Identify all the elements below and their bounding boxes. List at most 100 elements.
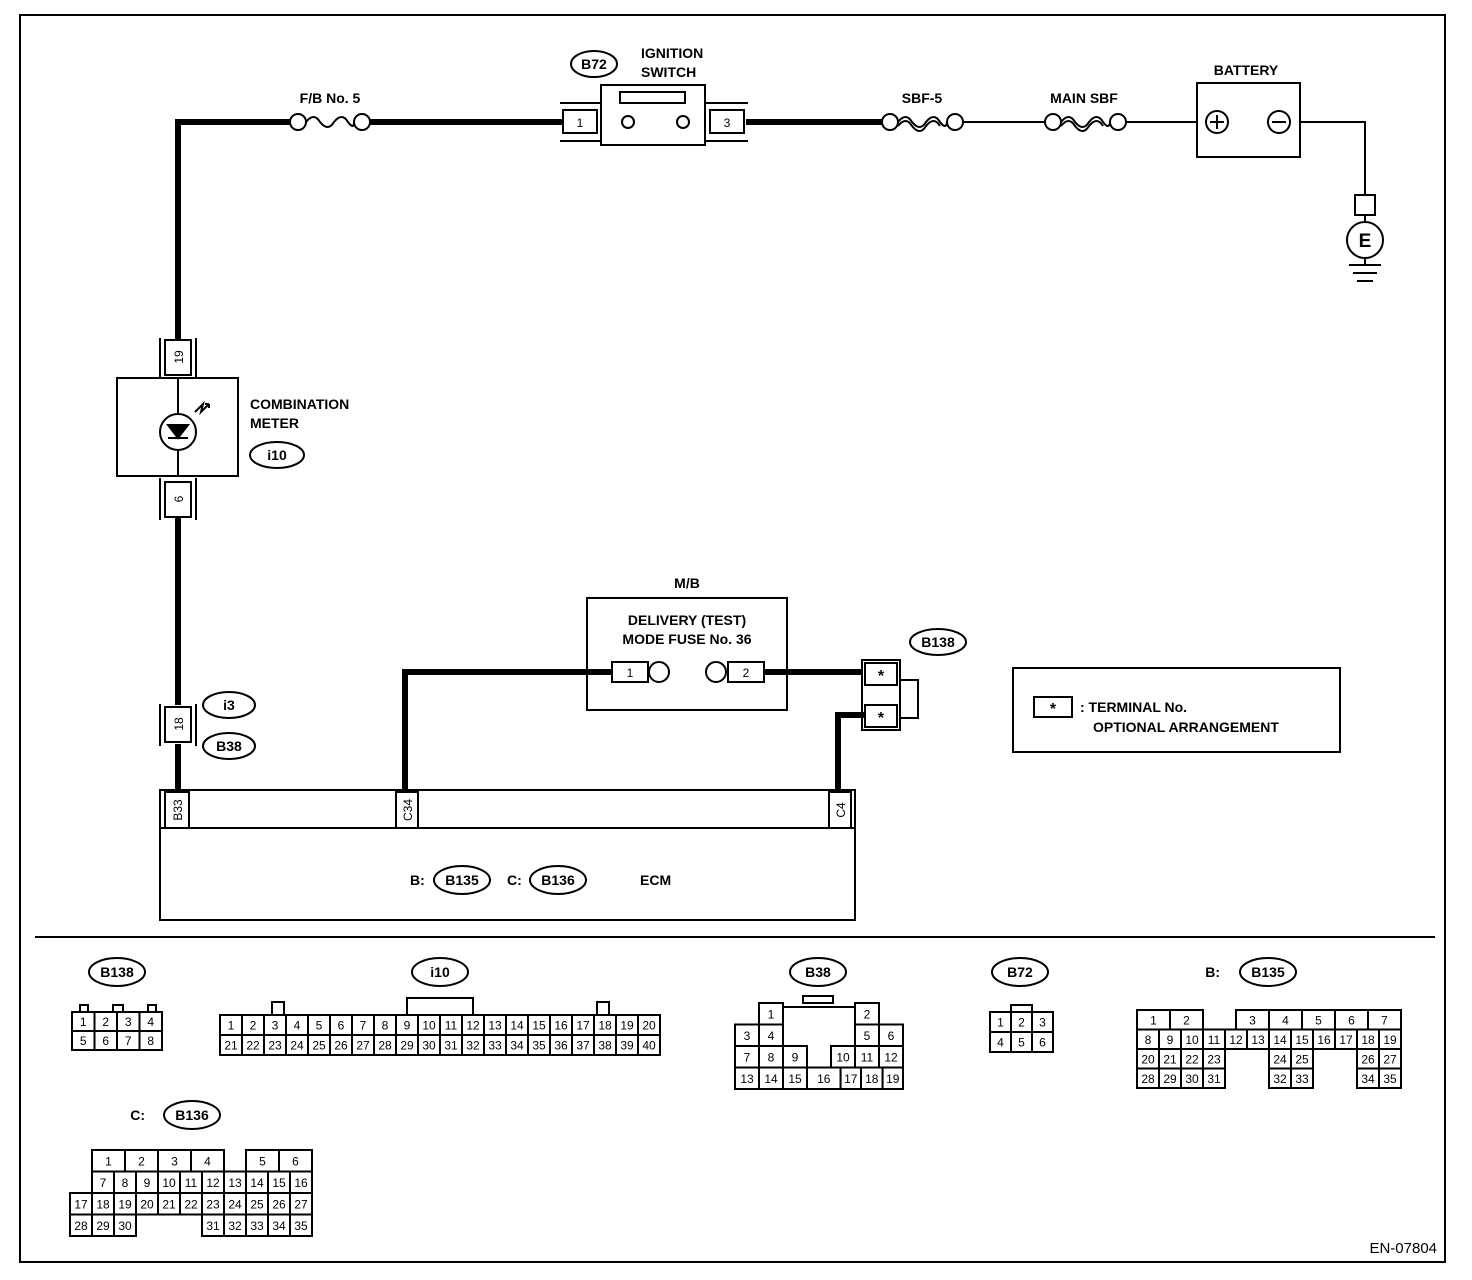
wire-fb-to-meter bbox=[175, 119, 1366, 340]
connector-tag-label: B138 bbox=[100, 964, 134, 980]
pin-number: 15 bbox=[788, 1072, 802, 1086]
pin-number: 35 bbox=[1383, 1072, 1397, 1086]
pin-number: 2 bbox=[102, 1015, 109, 1029]
connector-tag-b135: B135 bbox=[445, 872, 479, 888]
pin-cell bbox=[289, 1213, 313, 1237]
pin-number: 2 bbox=[1183, 1013, 1190, 1027]
connector-tag-b138: B138 bbox=[921, 634, 955, 650]
pin-number: 28 bbox=[74, 1219, 88, 1233]
connector-prefix: B: bbox=[1205, 964, 1220, 980]
pin-number: 7 bbox=[1381, 1013, 1388, 1027]
pin-number: 8 bbox=[1145, 1033, 1152, 1047]
meter-label-2: METER bbox=[250, 415, 299, 431]
pin-number: 19 bbox=[1383, 1033, 1397, 1047]
pin-number: 4 bbox=[768, 1029, 775, 1043]
pin-number: 19 bbox=[886, 1072, 900, 1086]
pin-number: 6 bbox=[292, 1154, 299, 1168]
b138-connector: * * B138 bbox=[861, 628, 967, 731]
pin-number: 24 bbox=[290, 1039, 304, 1053]
pin-number: 21 bbox=[1163, 1052, 1177, 1066]
pin-number: 27 bbox=[356, 1039, 370, 1053]
pin-cell bbox=[1031, 1031, 1054, 1053]
pin-number: 14 bbox=[510, 1019, 524, 1033]
pin-number: 26 bbox=[272, 1197, 286, 1211]
pin-number: 20 bbox=[1141, 1052, 1155, 1066]
pin-number: 1 bbox=[80, 1015, 87, 1029]
pin-number: 9 bbox=[792, 1050, 799, 1064]
pin-number: 11 bbox=[861, 1050, 874, 1064]
pin-cell bbox=[637, 1034, 661, 1056]
pin-number: 23 bbox=[1207, 1052, 1221, 1066]
pin-number: 9 bbox=[144, 1176, 151, 1190]
connector-tag-label: B72 bbox=[1007, 964, 1033, 980]
pin-number: 18 bbox=[1361, 1033, 1375, 1047]
sbf5-fuse: SBF-5 bbox=[881, 90, 964, 132]
connector-latch bbox=[147, 1004, 157, 1013]
pin-number: 5 bbox=[1315, 1013, 1322, 1027]
pin-number: 34 bbox=[510, 1039, 524, 1053]
pin-number: 17 bbox=[576, 1019, 590, 1033]
pin-number: 13 bbox=[740, 1072, 754, 1086]
pin-number: 16 bbox=[554, 1019, 568, 1033]
pin-number: 18 bbox=[96, 1197, 110, 1211]
pin-number: 35 bbox=[294, 1219, 308, 1233]
connector-tag-i10: i10 bbox=[267, 447, 287, 463]
pin-number: 3 bbox=[1039, 1016, 1046, 1030]
pin-number: 26 bbox=[334, 1039, 348, 1053]
connector-tag-b72: B72 bbox=[581, 56, 607, 72]
connector-prefix: C: bbox=[130, 1107, 145, 1123]
b138-pin-star-2: * bbox=[878, 710, 885, 727]
connector-latch bbox=[802, 995, 834, 1004]
pin-number: 7 bbox=[125, 1034, 132, 1048]
pin-number: 12 bbox=[206, 1176, 220, 1190]
pin-number: 30 bbox=[422, 1039, 436, 1053]
pin-number: 11 bbox=[185, 1176, 198, 1190]
meter-pin-19: 19 bbox=[172, 350, 186, 364]
pin-cell bbox=[1202, 1067, 1226, 1089]
main-sbf-label: MAIN SBF bbox=[1050, 90, 1118, 106]
pin-number: 15 bbox=[272, 1176, 286, 1190]
pin-number: 23 bbox=[268, 1039, 282, 1053]
pin-number: 14 bbox=[250, 1176, 264, 1190]
connector-latch bbox=[112, 1004, 124, 1013]
pin-number: 9 bbox=[1167, 1033, 1174, 1047]
pin-number: 1 bbox=[105, 1154, 112, 1168]
connector-tag bbox=[88, 957, 146, 987]
pin-number: 6 bbox=[1348, 1013, 1355, 1027]
led-icon bbox=[165, 424, 191, 440]
pin-number: 40 bbox=[642, 1039, 656, 1053]
pin-number: 32 bbox=[466, 1039, 480, 1053]
pin-number: 8 bbox=[768, 1050, 775, 1064]
combination-meter: 19 6 COMBINATION METER i10 bbox=[116, 338, 349, 520]
legend: * : TERMINAL No. OPTIONAL ARRANGEMENT bbox=[1012, 667, 1341, 753]
pin-number: 8 bbox=[122, 1176, 129, 1190]
pin-number: 7 bbox=[100, 1176, 107, 1190]
pin-number: 34 bbox=[1361, 1072, 1375, 1086]
ecm-terminal-c34: C34 bbox=[401, 799, 415, 821]
pin-cell bbox=[138, 1030, 163, 1051]
pin-number: 38 bbox=[598, 1039, 612, 1053]
plus-icon bbox=[1210, 115, 1224, 129]
pin-number: 2 bbox=[250, 1019, 257, 1033]
ecm-terminal-b33: B33 bbox=[171, 799, 185, 821]
sbf5-label: SBF-5 bbox=[902, 90, 943, 106]
pin-number: 27 bbox=[1383, 1052, 1397, 1066]
pin-number: 2 bbox=[864, 1007, 871, 1021]
pin-number: 15 bbox=[1295, 1033, 1309, 1047]
pin-number: 14 bbox=[764, 1072, 778, 1086]
pin-number: 5 bbox=[864, 1029, 871, 1043]
pin-number: 1 bbox=[228, 1019, 235, 1033]
diagram-id: EN-07804 bbox=[1369, 1240, 1437, 1257]
pin-number: 1 bbox=[997, 1016, 1004, 1030]
wire-fuse-to-c34 bbox=[402, 669, 612, 792]
ecm: B33 C34 C4 B: B135 C: B136 ECM bbox=[159, 789, 856, 921]
connector-latch bbox=[1010, 1004, 1033, 1013]
pin-number: 25 bbox=[250, 1197, 264, 1211]
joint-pin-18: 18 bbox=[172, 717, 186, 731]
pin-number: 22 bbox=[184, 1197, 198, 1211]
pin-cell bbox=[881, 1066, 904, 1090]
connector-tag-b38: B38 bbox=[216, 738, 242, 754]
fuse-pin-2: 2 bbox=[743, 666, 750, 680]
pin-number: 34 bbox=[272, 1219, 286, 1233]
